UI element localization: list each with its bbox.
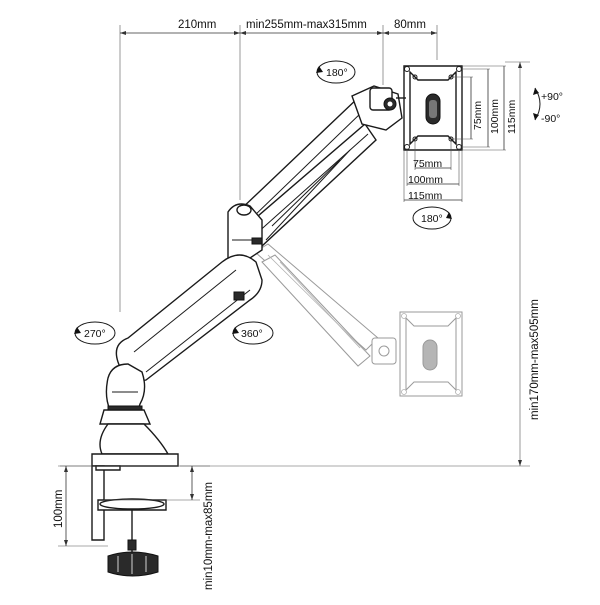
vesa-100-horizontal-label: 100mm	[408, 174, 443, 186]
vesa-100-vertical-label: 100mm	[489, 99, 501, 134]
tilt-down-label: -90°	[541, 113, 560, 125]
desk-clamp	[91, 465, 167, 577]
head-rotate-label: 180°	[421, 213, 443, 225]
desk-surface	[60, 465, 210, 501]
desk-thickness-label: min10mm-max85mm	[203, 482, 215, 590]
top-arm-length-label: 210mm	[178, 19, 216, 31]
elbow-joint	[227, 203, 263, 263]
ghost-tilt-joint	[371, 337, 397, 365]
ghost-forearm	[254, 243, 379, 367]
base-rotation-badge	[74, 321, 116, 345]
clamp-height-dimension	[58, 465, 108, 547]
upper-arm	[115, 254, 263, 385]
ghost-vesa-plate	[399, 311, 463, 397]
height-dimension-line	[180, 61, 530, 467]
vesa-115-vertical-label: 115mm	[506, 100, 518, 134]
forearm-range-label: min255mm-max315mm	[246, 19, 367, 31]
vesa-plate-top	[403, 65, 463, 151]
head-offset-label: 80mm	[394, 19, 426, 31]
vesa-75-vertical-label: 75mm	[472, 101, 484, 130]
vesa-75-horizontal-label: 75mm	[413, 158, 442, 170]
base-rotation-label: 270°	[84, 328, 106, 340]
vesa-horizontal-dimensions	[403, 140, 463, 202]
head-swivel-badge	[316, 60, 356, 84]
height-range-label: min170mm-max505mm	[529, 299, 541, 420]
top-dimension-lines	[119, 25, 438, 312]
desk-thickness-dimension	[190, 466, 194, 500]
head-swivel-label: 180°	[326, 67, 348, 79]
vesa-vertical-dimensions	[452, 65, 506, 151]
pole-base	[91, 363, 179, 467]
head-rotate-badge	[412, 206, 452, 230]
forearm	[236, 95, 380, 247]
clamp-height-label: 100mm	[53, 490, 65, 528]
tilt-arrow-icon	[533, 87, 541, 121]
tilt-joint	[351, 85, 406, 131]
arm-rotation-label: 360°	[241, 328, 263, 340]
arm-rotation-badge	[232, 321, 274, 345]
vesa-115-horizontal-label: 115mm	[408, 190, 442, 202]
tilt-up-label: +90°	[541, 91, 563, 103]
